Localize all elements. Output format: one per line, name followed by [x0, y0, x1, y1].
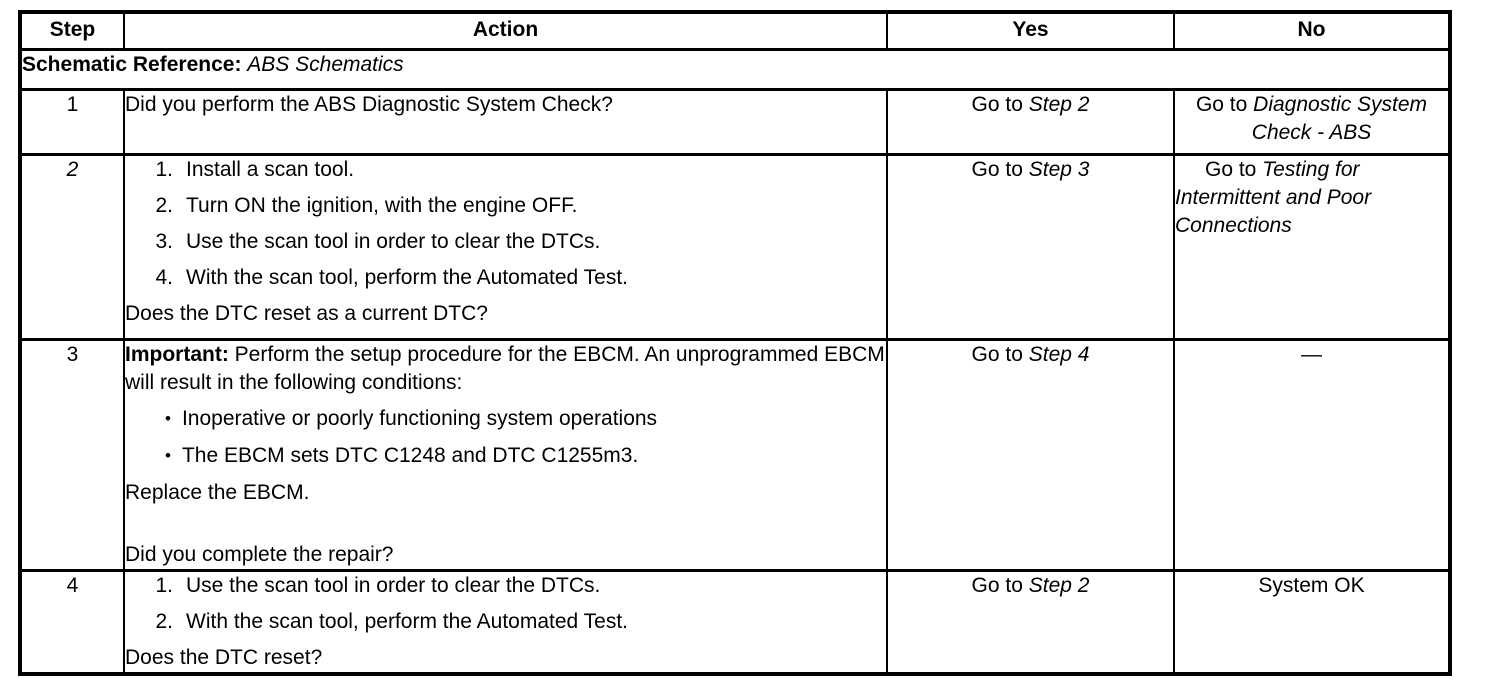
list-item-number: 3. [155, 230, 173, 253]
yes-cell: Go to Step 4 [886, 338, 1175, 572]
list-item-number: 4. [155, 266, 173, 289]
bullet-text: The EBCM sets DTC C1248 and DTC C1255m3. [181, 444, 639, 467]
list-item-text: Turn ON the ignition, with the engine OF… [186, 194, 578, 217]
no-cell: Go to Testing for Intermittent and Poor … [1173, 153, 1451, 341]
list-item: 2. Turn ON the ignition, with the engine… [147, 192, 885, 220]
yes-cell: Go to Step 3 [886, 153, 1175, 341]
bullet-list-item: • The EBCM sets DTC C1248 and DTC C1255m… [165, 442, 885, 470]
action-question: Did you perform the ABS Diagnostic Syste… [125, 93, 613, 116]
bullet-icon: • [165, 446, 171, 465]
list-item-number: 1. [155, 574, 173, 597]
schematic-reference-value: ABS Schematics [247, 53, 404, 76]
list-item-text: Use the scan tool in order to clear the … [186, 230, 601, 253]
goto-target: Step 2 [1028, 93, 1090, 116]
step-number: 4 [19, 569, 125, 676]
action-question: Does the DTC reset? [125, 646, 323, 669]
goto-prefix: Go to [1195, 93, 1248, 116]
list-item-text: With the scan tool, perform the Automate… [186, 266, 629, 289]
table-header-row: Step Action Yes No [19, 10, 1451, 51]
schematic-reference-cell: Schematic Reference: ABS Schematics [19, 48, 1451, 91]
goto-prefix: Go to [1205, 158, 1257, 181]
header-no: No [1173, 10, 1451, 51]
important-text: Perform the setup procedure for the EBCM… [125, 343, 885, 394]
table-row: 3 Important: Perform the setup procedure… [19, 338, 1451, 572]
yes-cell: Go to Step 2 [886, 88, 1175, 156]
action-cell: 1. Install a scan tool. 2. Turn ON the i… [123, 153, 888, 341]
no-cell: — [1173, 338, 1451, 572]
action-question: Does the DTC reset as a current DTC? [125, 302, 488, 325]
schematic-reference-row: Schematic Reference: ABS Schematics [19, 48, 1451, 91]
step-number: 1 [19, 88, 125, 156]
action-statement: Replace the EBCM. [125, 481, 310, 504]
bullet-list-item: • Inoperative or poorly functioning syst… [165, 405, 885, 433]
list-item: 1. Install a scan tool. [147, 158, 885, 185]
diagnostic-table: Step Action Yes No Schematic Reference: … [18, 10, 1452, 676]
header-action: Action [123, 10, 888, 51]
list-item: 2. With the scan tool, perform the Autom… [147, 608, 885, 636]
table-row: 4 1. Use the scan tool in order to clear… [19, 569, 1451, 676]
goto-target: Step 4 [1028, 343, 1090, 366]
important-note: Important: Perform the setup procedure f… [125, 343, 885, 398]
goto-prefix: Go to [971, 93, 1023, 116]
list-item-text: Install a scan tool. [186, 158, 355, 181]
header-yes: Yes [886, 10, 1175, 51]
important-label: Important: [125, 343, 229, 366]
goto-target: Diagnostic System Check - ABS [1251, 93, 1428, 144]
no-action-dash: — [1301, 343, 1322, 366]
yes-cell: Go to Step 2 [886, 569, 1175, 676]
goto-prefix: Go to [971, 343, 1023, 366]
step-number: 3 [19, 338, 125, 572]
list-item-number: 1. [155, 158, 173, 181]
action-cell: 1. Use the scan tool in order to clear t… [123, 569, 888, 676]
list-item-number: 2. [155, 610, 173, 633]
list-item: 1. Use the scan tool in order to clear t… [147, 573, 885, 600]
table-row: 1 Did you perform the ABS Diagnostic Sys… [19, 88, 1451, 156]
bullet-icon: • [165, 409, 171, 428]
goto-target: Step 2 [1028, 574, 1090, 597]
bullet-text: Inoperative or poorly functioning system… [181, 407, 658, 430]
no-cell: Go to Diagnostic System Check - ABS [1173, 88, 1451, 156]
goto-prefix: Go to [971, 158, 1023, 181]
schematic-reference-label: Schematic Reference: [22, 53, 242, 76]
list-item-text: Use the scan tool in order to clear the … [186, 574, 601, 597]
step-number: 2 [19, 153, 125, 341]
list-item-number: 2. [155, 194, 173, 217]
list-item: 4. With the scan tool, perform the Autom… [147, 264, 885, 292]
list-item-text: With the scan tool, perform the Automate… [186, 610, 629, 633]
goto-target: Testing for Intermittent and Poor Connec… [1175, 158, 1372, 237]
header-step: Step [19, 10, 125, 51]
goto-prefix: Go to [971, 574, 1023, 597]
no-result-text: System OK [1258, 574, 1365, 597]
list-item: 3. Use the scan tool in order to clear t… [147, 228, 885, 256]
action-question: Did you complete the repair? [125, 543, 394, 566]
no-cell: System OK [1173, 569, 1451, 676]
action-cell: Did you perform the ABS Diagnostic Syste… [123, 88, 888, 156]
action-cell: Important: Perform the setup procedure f… [123, 338, 888, 572]
table-row: 2 1. Install a scan tool. 2. Turn ON the… [19, 153, 1451, 341]
goto-target: Step 3 [1028, 158, 1090, 181]
